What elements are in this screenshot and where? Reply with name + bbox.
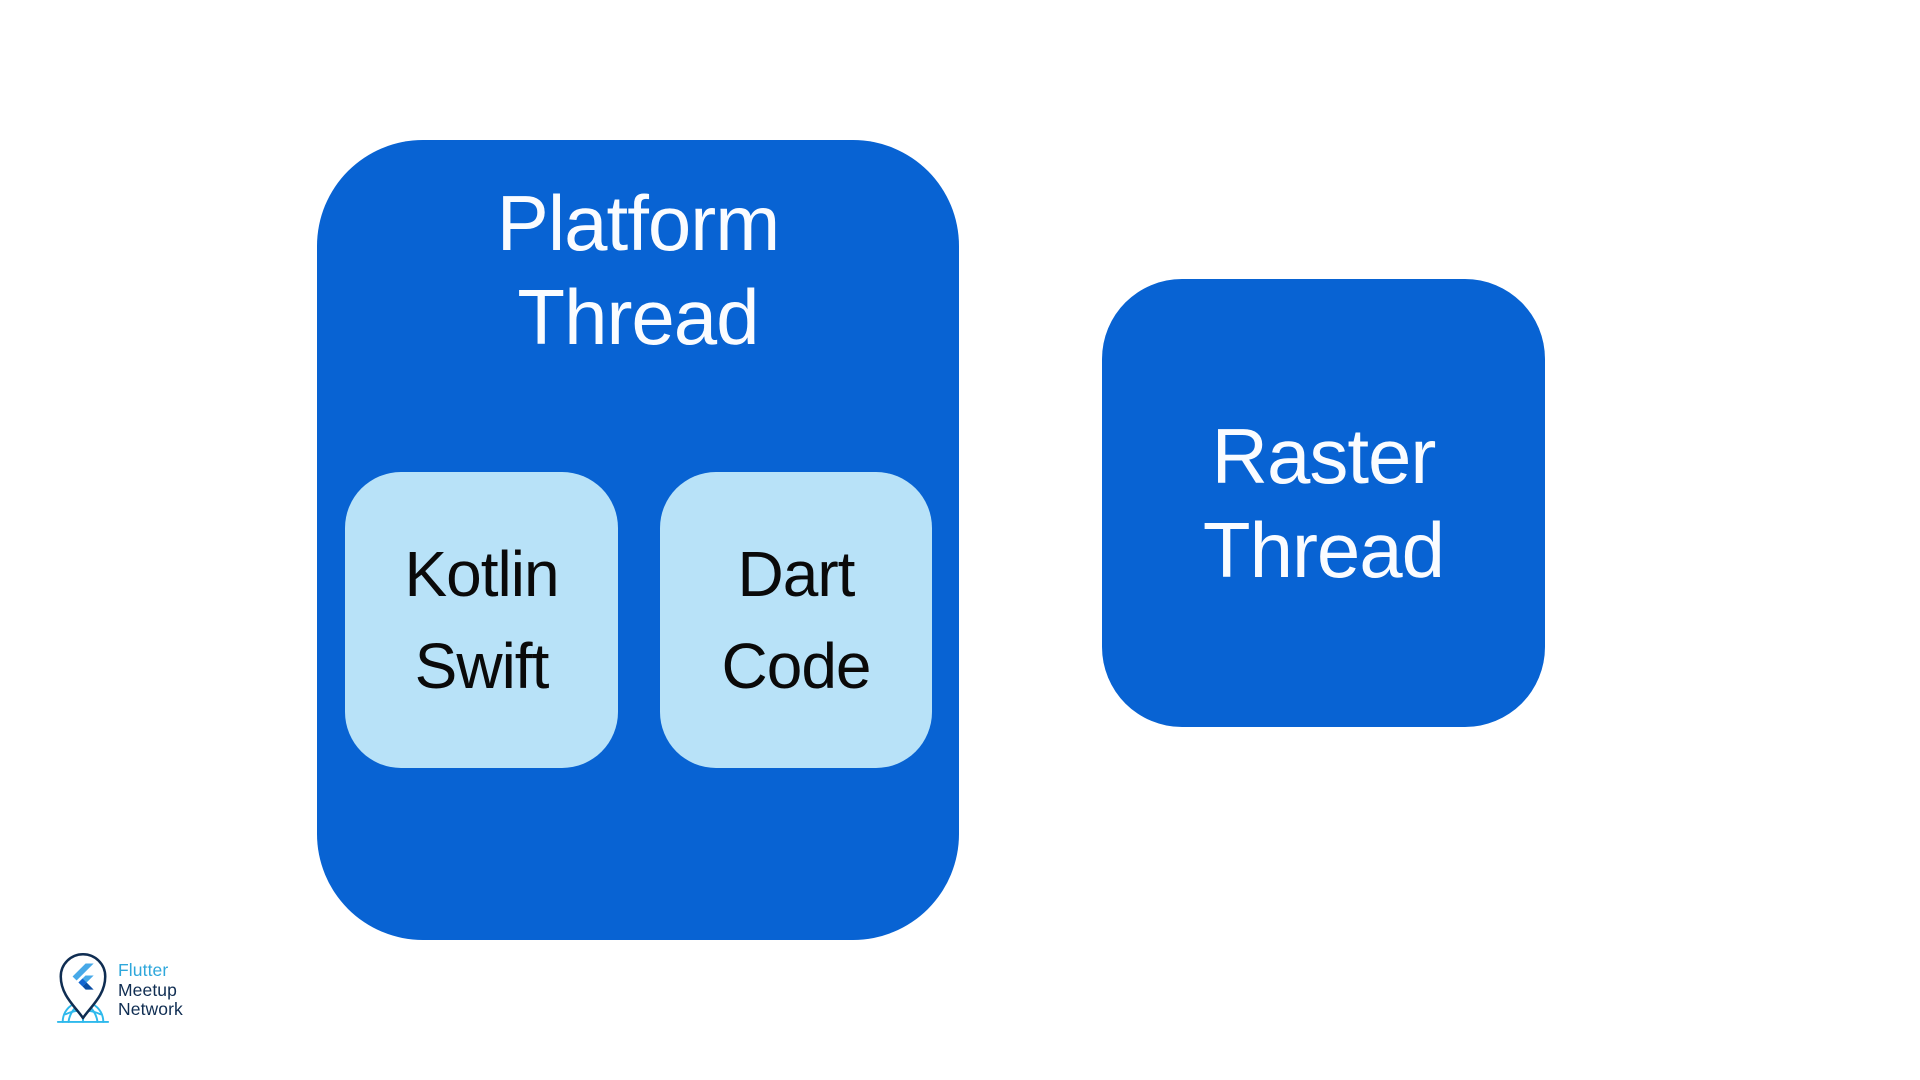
platform-thread-label-line2: Thread (517, 273, 759, 361)
kotlin-swift-label-line2: Swift (414, 630, 550, 702)
raster-thread-label-line2: Thread (1202, 506, 1445, 594)
logo-wordmark-meetup: Meetup (118, 979, 177, 1000)
logo-wordmark: Flutter Meetup Network (118, 960, 183, 1020)
kotlin-swift-box: Kotlin Swift (345, 472, 618, 768)
kotlin-swift-label-line1: Kotlin (404, 538, 559, 610)
raster-thread-box: Raster Thread (1102, 279, 1545, 727)
flutter-pin-globe-icon (56, 953, 110, 1023)
dart-code-label-line1: Dart (737, 538, 856, 610)
logo-wordmark-network: Network (118, 999, 183, 1019)
logo-wordmark-flutter: Flutter (118, 960, 169, 980)
flutter-meetup-network-logo: Flutter Meetup Network (54, 950, 183, 1032)
dart-code-box: Dart Code (660, 472, 932, 768)
raster-thread-label-line1: Raster (1211, 412, 1437, 500)
raster-thread-label: Raster Thread (1202, 409, 1445, 597)
dart-code-label-line2: Code (721, 630, 872, 702)
platform-thread-label: Platform Thread (317, 140, 959, 364)
platform-thread-label-line1: Platform (496, 179, 780, 267)
